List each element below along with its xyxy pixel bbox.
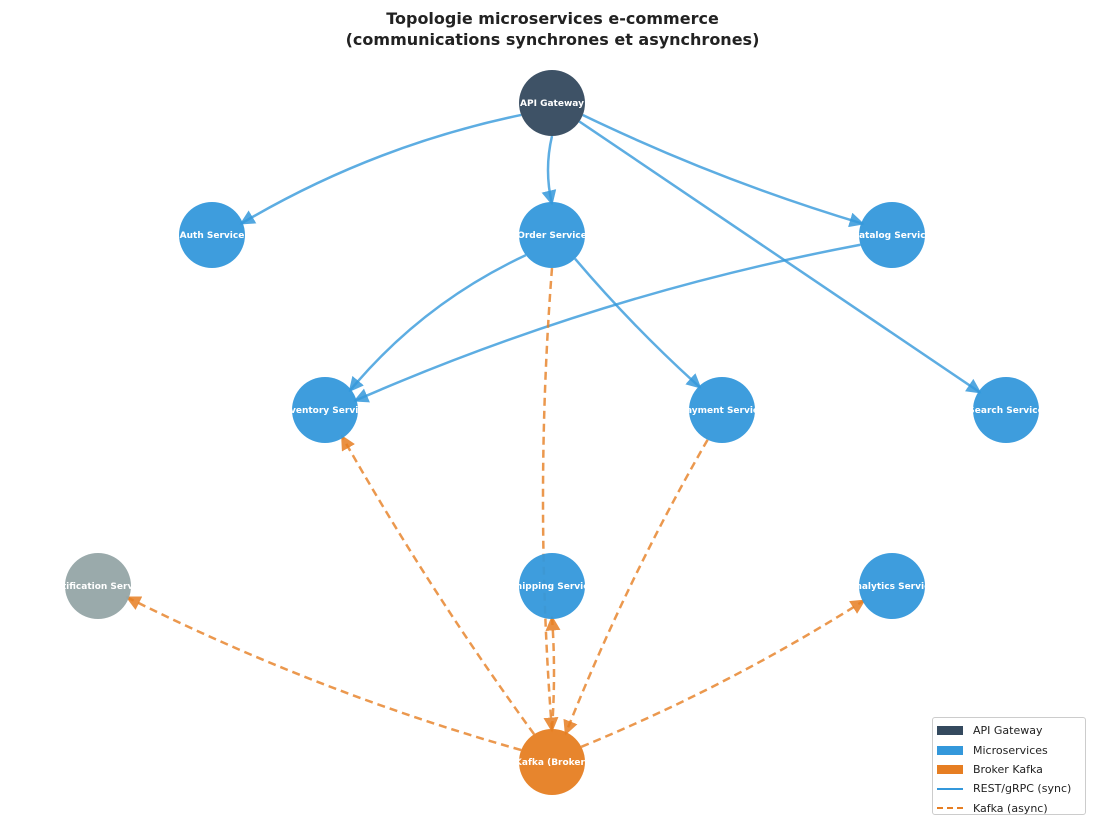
edge-kafka-to-notification — [125, 596, 522, 752]
node-order: Order Service — [517, 202, 587, 268]
edge-order-to-inventory — [348, 254, 527, 393]
node-shipping-label: Shipping Service — [509, 582, 594, 592]
legend-swatch — [937, 787, 963, 790]
node-gateway-circle — [519, 70, 585, 136]
edge-kafka-to-inventory — [340, 434, 536, 736]
node-notification-label: Notification Service — [48, 582, 148, 592]
node-inventory-circle — [292, 377, 358, 443]
node-analytics: Analytics Service — [848, 553, 935, 619]
node-inventory-label: Inventory Service — [280, 406, 369, 416]
edge-kafka-to-shipping — [545, 615, 561, 730]
node-notification-circle — [65, 553, 131, 619]
legend-label: REST/gRPC (sync) — [973, 782, 1072, 796]
node-search: Search Service — [968, 377, 1043, 443]
edge-order-to-payment — [574, 257, 702, 389]
edges-layer — [125, 113, 982, 752]
edge-gateway-to-catalog — [582, 113, 865, 228]
node-auth-label: Auth Service — [180, 231, 245, 241]
node-payment-circle — [689, 377, 755, 443]
node-auth-circle — [179, 202, 245, 268]
node-order-circle — [519, 202, 585, 268]
legend-item: Microservices — [937, 740, 1085, 759]
legend-swatch — [937, 726, 963, 736]
title-line-2: (communications synchrones et asynchrone… — [345, 30, 760, 49]
legend-swatch — [937, 764, 963, 774]
node-kafka: Kafka (Broker) — [515, 729, 589, 795]
node-gateway-label: API Gateway — [520, 99, 584, 109]
node-gateway: API Gateway — [519, 70, 585, 136]
legend-item: Broker Kafka — [937, 760, 1085, 779]
title-line-1: Topologie microservices e-commerce — [386, 9, 719, 28]
legend-label: Kafka (async) — [973, 801, 1048, 815]
node-order-label: Order Service — [517, 231, 587, 241]
edge-gateway-to-order — [541, 135, 557, 206]
edge-order-to-kafka — [541, 267, 559, 733]
node-payment: Payment Service — [680, 377, 765, 443]
legend-label: Microservices — [973, 743, 1048, 757]
node-analytics-label: Analytics Service — [848, 582, 935, 592]
node-shipping: Shipping Service — [509, 553, 594, 619]
node-catalog: Catalog Service — [852, 202, 931, 268]
node-search-circle — [973, 377, 1039, 443]
node-shipping-circle — [519, 553, 585, 619]
legend-label: Broker Kafka — [973, 762, 1043, 776]
node-search-label: Search Service — [968, 406, 1043, 416]
edge-payment-to-kafka — [563, 439, 709, 736]
legend-label: API Gateway — [973, 724, 1043, 738]
node-analytics-circle — [859, 553, 925, 619]
node-notification: Notification Service — [48, 553, 148, 619]
node-catalog-circle — [859, 202, 925, 268]
legend-swatch — [937, 807, 963, 810]
legend-swatch — [937, 745, 963, 755]
node-payment-label: Payment Service — [680, 406, 765, 416]
edge-catalog-to-inventory — [353, 243, 861, 403]
legend-item: API Gateway — [937, 721, 1085, 740]
diagram-title: Topologie microservices e-commerce (comm… — [0, 8, 1105, 50]
legend-item: REST/gRPC (sync) — [937, 779, 1085, 798]
node-kafka-circle — [519, 729, 585, 795]
node-auth: Auth Service — [179, 202, 245, 268]
edge-kafka-to-analytics — [580, 599, 866, 748]
legend-item: Kafka (async) — [937, 799, 1085, 818]
node-kafka-label: Kafka (Broker) — [515, 758, 589, 768]
node-catalog-label: Catalog Service — [852, 231, 931, 241]
edge-gateway-to-auth — [239, 113, 522, 225]
node-inventory: Inventory Service — [280, 377, 369, 443]
edge-gateway-to-search — [578, 120, 982, 394]
